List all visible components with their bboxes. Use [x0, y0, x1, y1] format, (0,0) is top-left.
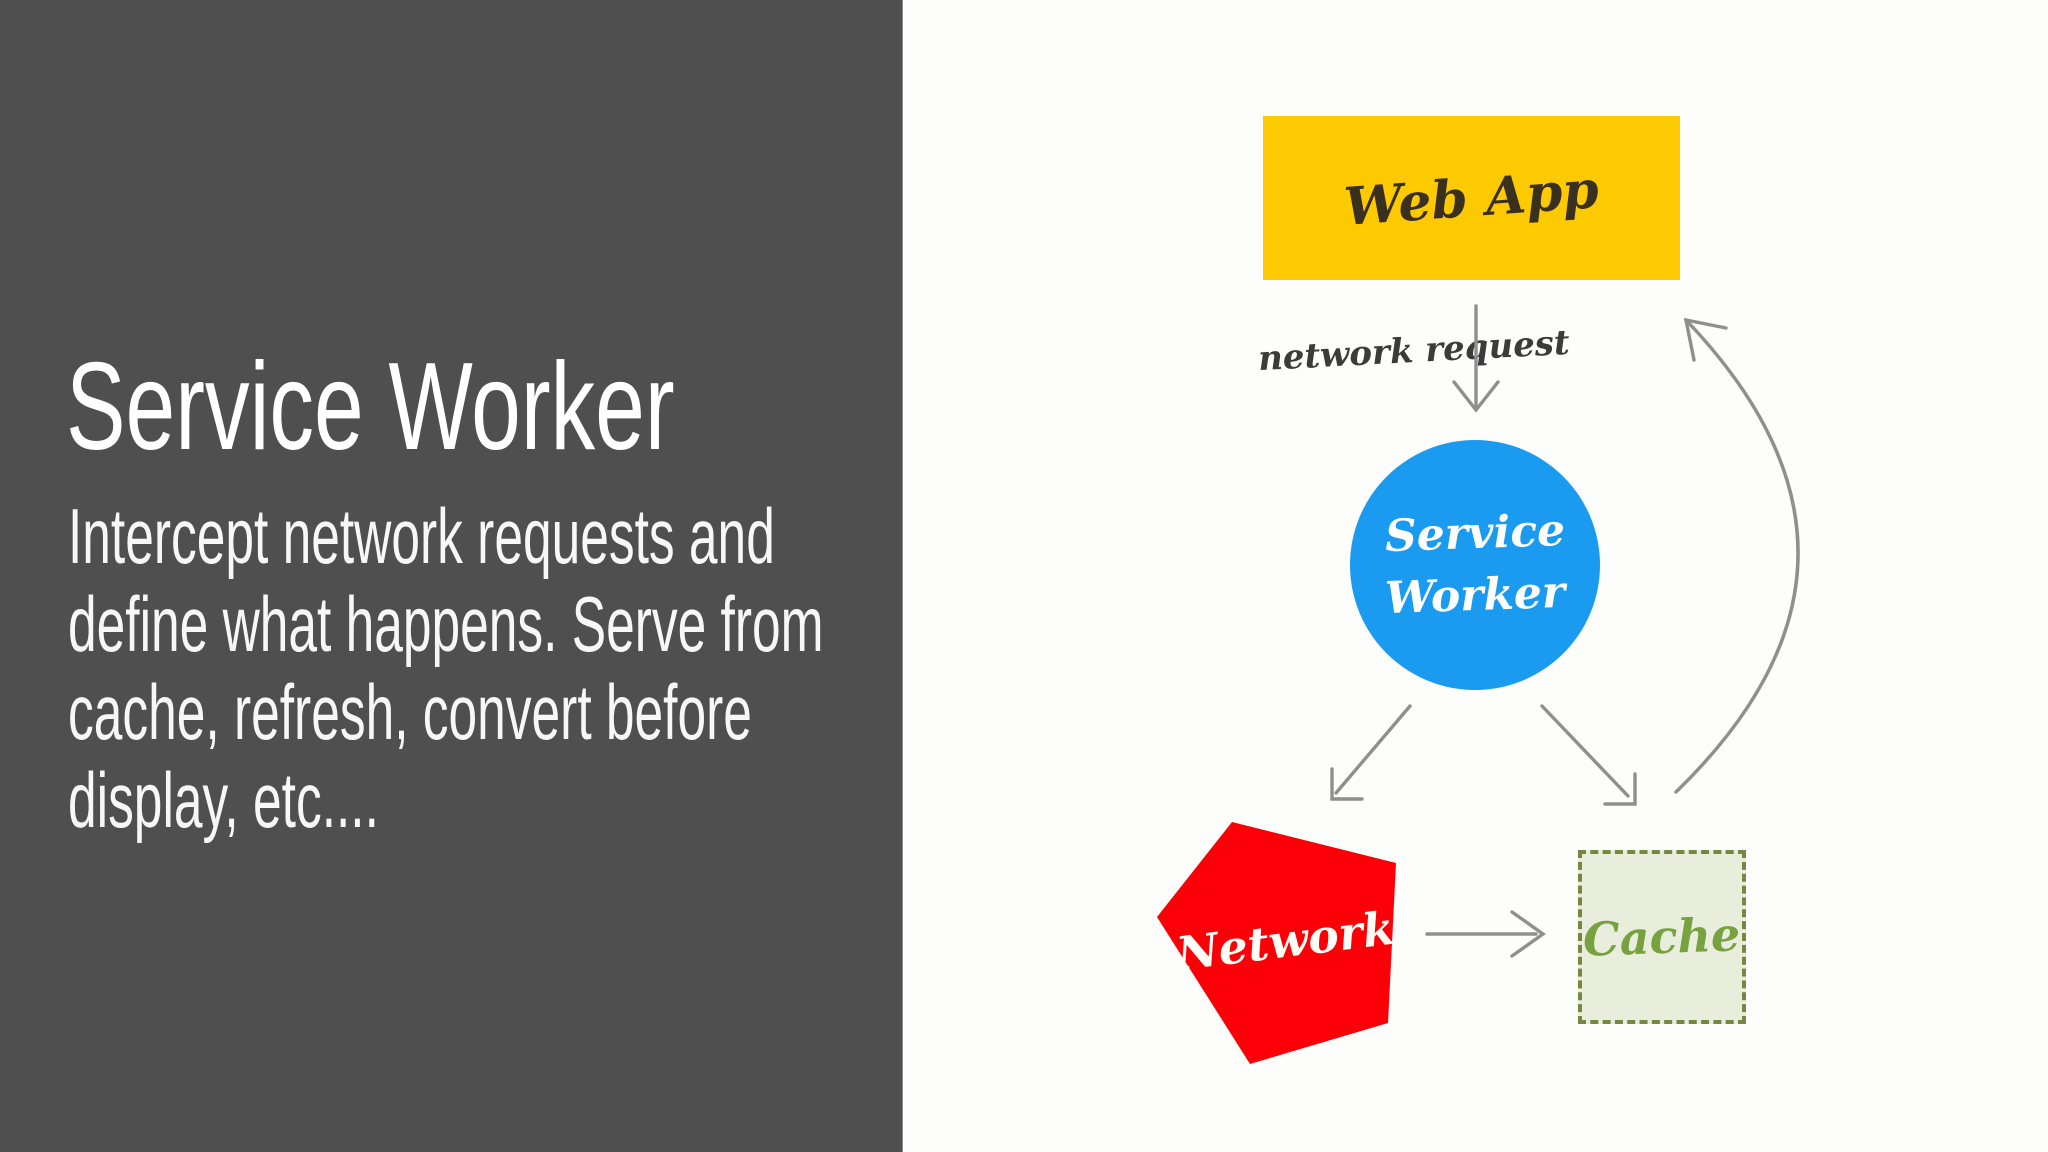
network-request-label: network request [1257, 322, 1571, 380]
body-line: Intercept network requests and [68, 492, 775, 580]
left-text-panel: Service Worker Intercept network request… [0, 0, 903, 1152]
slide-body: Intercept network requests and define wh… [68, 492, 823, 844]
body-line: display, etc.... [68, 756, 379, 844]
service-worker-label-line2: Worker [1384, 566, 1566, 625]
curved-return-arrow [1674, 317, 1800, 794]
body-line: define what happens. Serve from [68, 580, 824, 668]
service-worker-node: Service Worker [1350, 440, 1600, 690]
network-label: Network [1173, 900, 1398, 981]
down-left-arrow [1330, 704, 1412, 801]
web-app-node: Web App [1263, 116, 1680, 280]
service-worker-label-line1: Service [1384, 504, 1566, 563]
web-app-label: Web App [1342, 158, 1601, 238]
down-right-arrow [1540, 704, 1637, 806]
cache-label: Cache [1582, 907, 1742, 967]
body-line: cache, refresh, convert before [68, 668, 752, 756]
slide-title: Service Worker [66, 338, 675, 476]
right-arrow [1425, 910, 1546, 958]
cache-node: Cache [1578, 850, 1746, 1024]
